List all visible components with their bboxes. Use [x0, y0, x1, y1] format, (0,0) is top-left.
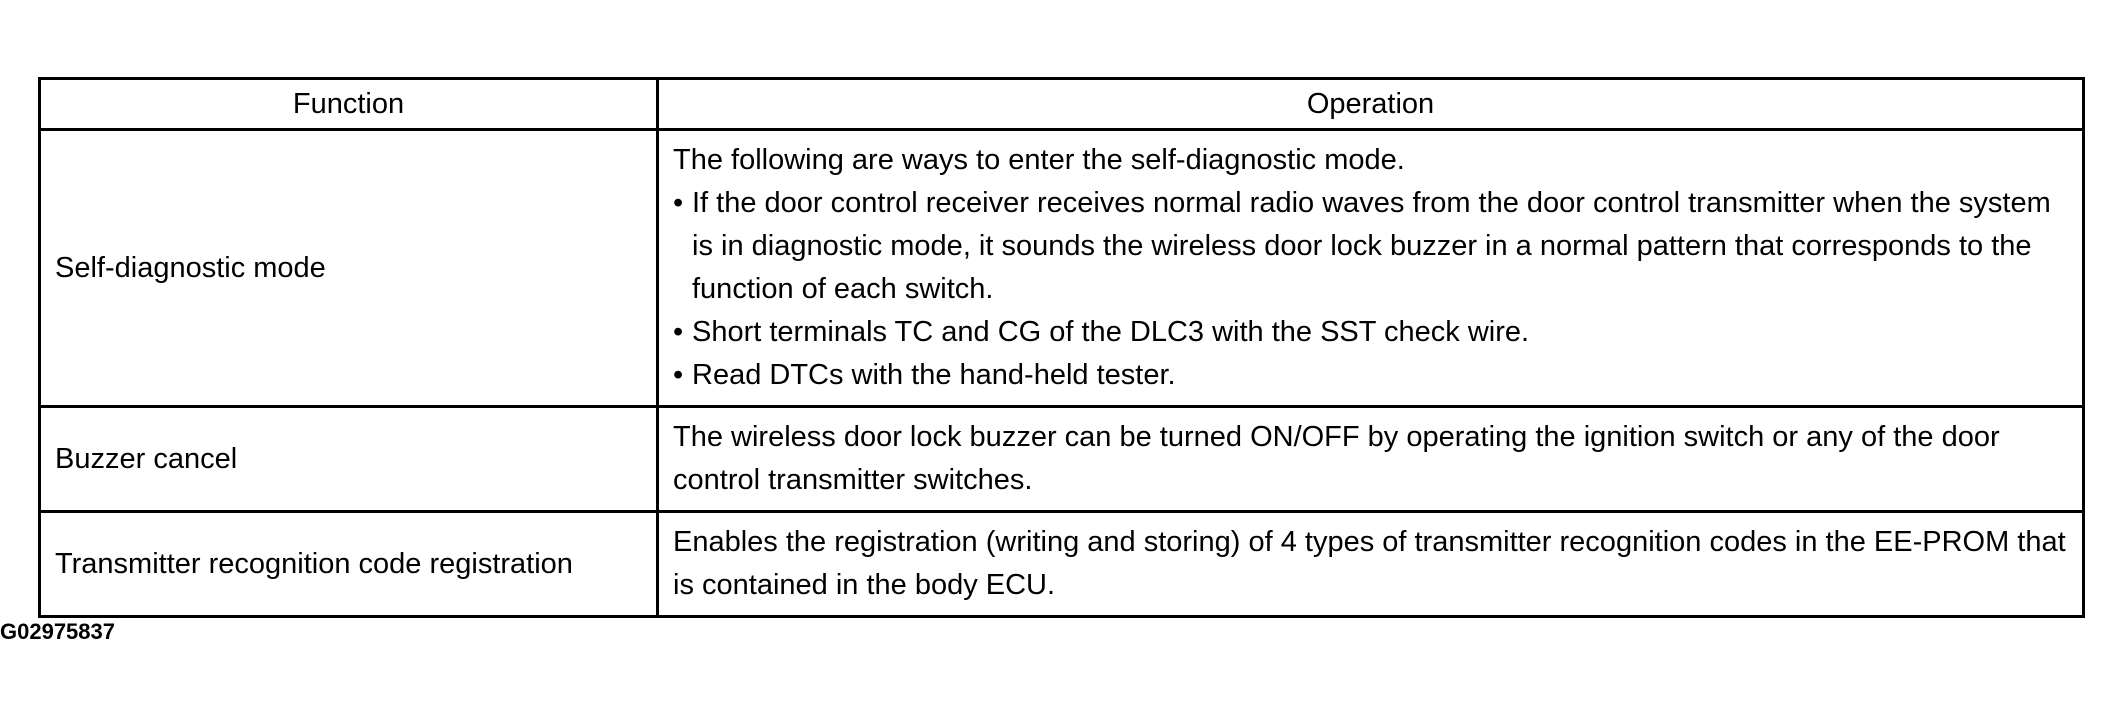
operation-cell: Enables the registration (writing and st… — [656, 510, 2085, 618]
header-row: Function Operation — [38, 77, 2085, 131]
table-row: Buzzer cancel The wireless door lock buz… — [38, 405, 2085, 513]
table-row: Self-diagnostic mode The following are w… — [38, 128, 2085, 408]
bullet-text: Read DTCs with the hand-held tester. — [692, 359, 1176, 391]
function-column-header: Function — [38, 77, 659, 131]
function-cell: Buzzer cancel — [38, 405, 659, 513]
bullet-item: • Short terminals TC and CG of the DLC3 … — [673, 311, 2068, 354]
table-row: Transmitter recognition code registratio… — [38, 510, 2085, 618]
bullet-item: • Read DTCs with the hand-held tester. — [673, 354, 2068, 397]
bullet-list: • If the door control receiver receives … — [673, 182, 2068, 397]
bullet-icon: • — [673, 359, 684, 391]
bullet-item: • If the door control receiver receives … — [673, 182, 2068, 311]
function-cell: Transmitter recognition code registratio… — [38, 510, 659, 618]
bullet-text: Short terminals TC and CG of the DLC3 wi… — [692, 316, 1530, 348]
operation-cell: The following are ways to enter the self… — [656, 128, 2085, 408]
operation-column-header: Operation — [656, 77, 2085, 131]
bullet-text: If the door control receiver receives no… — [692, 187, 2051, 305]
operation-cell: The wireless door lock buzzer can be tur… — [656, 405, 2085, 513]
operation-intro: The following are ways to enter the self… — [673, 144, 1405, 176]
function-operation-table: Function Operation Self-diagnostic mode … — [38, 77, 2085, 618]
bullet-icon: • — [673, 187, 684, 219]
function-cell: Self-diagnostic mode — [38, 128, 659, 408]
figure-id: G02975837 — [0, 619, 115, 644]
bullet-icon: • — [673, 316, 684, 348]
